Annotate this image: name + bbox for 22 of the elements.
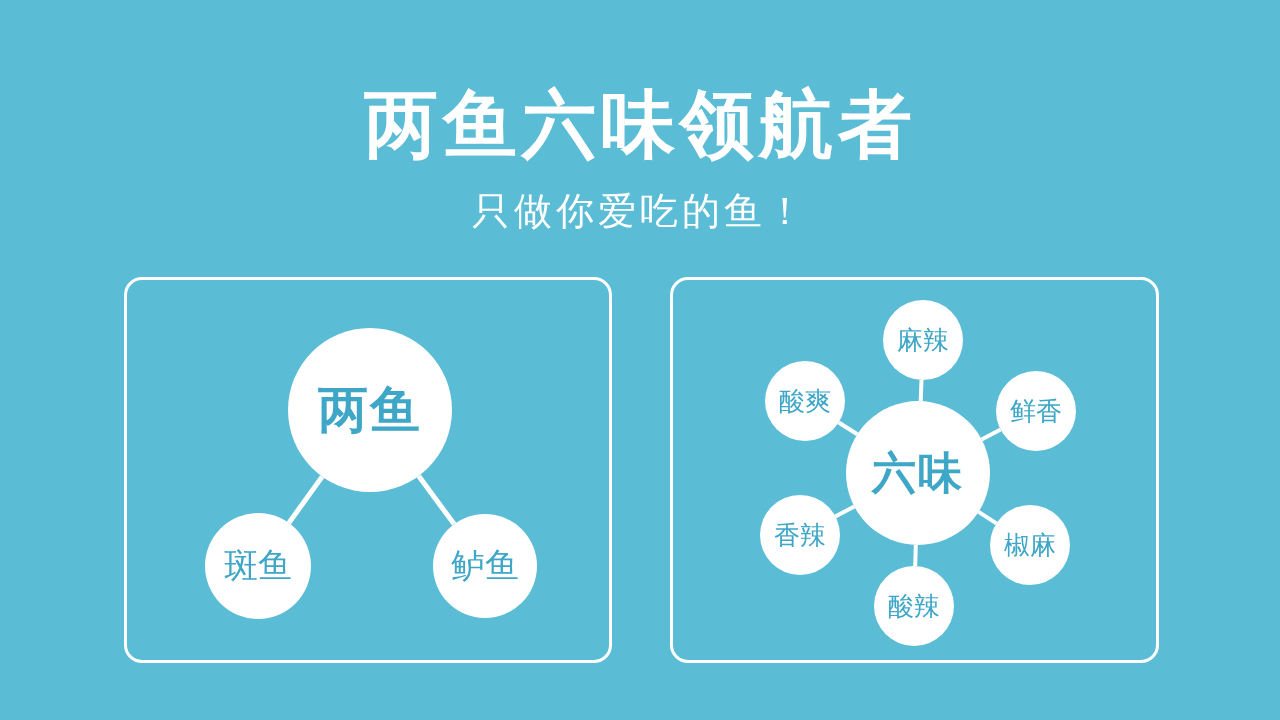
connector-line (918, 379, 924, 402)
leaf-circle: 麻辣 (883, 300, 963, 380)
subtitle: 只做你爱吃的鱼！ (472, 190, 808, 232)
connector-line (977, 510, 998, 526)
connector-line (286, 475, 325, 525)
connector-line (834, 504, 856, 519)
hub-circle: 六味 (846, 401, 990, 545)
connector-line (416, 474, 457, 526)
connector-line (913, 544, 918, 567)
leaf-circle: 香辣 (760, 495, 840, 575)
leaf-circle: 鲜香 (996, 371, 1076, 451)
leaf-circle: 酸辣 (874, 566, 954, 646)
connector-line (980, 427, 1002, 442)
leaf-circle: 鲈鱼 (433, 514, 537, 618)
hub-circle: 两鱼 (288, 328, 452, 492)
leaf-circle: 椒麻 (990, 505, 1070, 585)
panel-frame (124, 277, 612, 663)
title: 两鱼六味领航者 (363, 86, 917, 162)
leaf-circle: 酸爽 (765, 361, 845, 441)
leaf-circle: 斑鱼 (205, 513, 311, 619)
panel-frame (670, 277, 1159, 663)
connector-line (837, 420, 859, 436)
